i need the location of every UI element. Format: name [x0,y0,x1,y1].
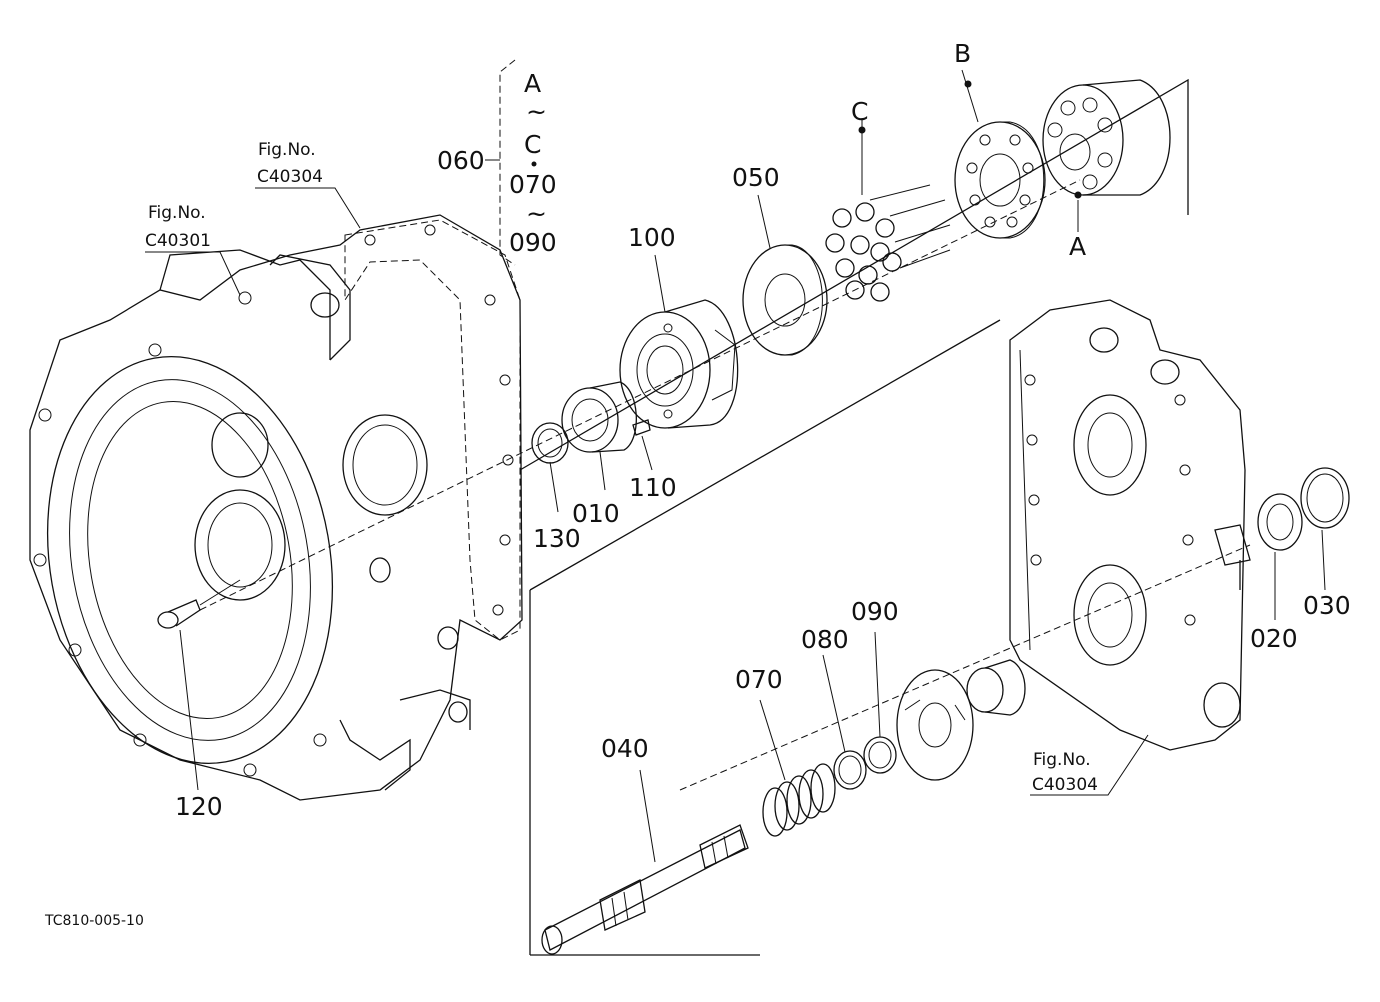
mark-a-bottom: A [1069,232,1086,261]
group-line-090: 090 [509,228,557,257]
leader-lines [145,59,1326,863]
snap-ring-030 [1300,467,1350,529]
group-number-060: 060 [437,146,485,175]
group-line-a: A [524,69,541,98]
group-dot [531,161,537,167]
part-number-040: 040 [601,734,649,763]
mark-dot-a [1074,191,1082,199]
fig-ref-c40304-top: C40304 [257,167,323,187]
part-number-030: 030 [1303,591,1351,620]
bearing-010 [561,381,637,453]
part-number-010: 010 [572,499,620,528]
drawing-code: TC810-005-10 [44,913,144,929]
group-line-c: C [524,130,541,159]
panel-frame [519,78,1241,956]
ring-080 [833,750,867,790]
group-line-tilde-2: ~ [526,199,547,228]
ring-090 [863,736,897,774]
mark-c: C [851,97,868,126]
transmission-housing [29,214,523,801]
mark-dot-b [964,80,972,88]
part-number-070: 070 [735,665,783,694]
part-number-020: 020 [1250,624,1298,653]
swashplate-100 [619,299,739,429]
fig-label-1: Fig.No. [148,203,206,223]
mark-b: B [954,39,971,68]
part-number-100: 100 [628,223,676,252]
part-number-090: 090 [851,597,899,626]
fig-label-3: Fig.No. [1033,750,1091,770]
oil-seal-020 [1257,493,1303,551]
part-number-080: 080 [801,625,849,654]
needle-bearing [966,659,1026,716]
bolt-120 [157,579,241,629]
spring-070 [762,763,836,837]
shaft-040 [541,824,749,955]
fig-label-2: Fig.No. [258,140,316,160]
part-number-050: 050 [732,163,780,192]
part-number-120: 120 [175,792,223,821]
pin-110 [632,419,651,436]
gasket [344,219,521,641]
part-number-110: 110 [629,473,677,502]
thrust-plate-050 [742,244,828,356]
pump-plate [896,669,974,781]
right-cover-plate [1009,299,1251,751]
part-number-130: 130 [533,524,581,553]
fig-ref-c40304-bottom: C40304 [1032,775,1098,795]
fig-ref-c40301: C40301 [145,231,211,251]
valve-plate-b [954,121,1046,239]
cylinder-block-a [1042,79,1171,196]
mark-dot-c [858,126,866,134]
group-line-070: 070 [509,170,557,199]
piston-set-c [825,184,951,302]
group-line-tilde-1: ~ [526,97,547,126]
